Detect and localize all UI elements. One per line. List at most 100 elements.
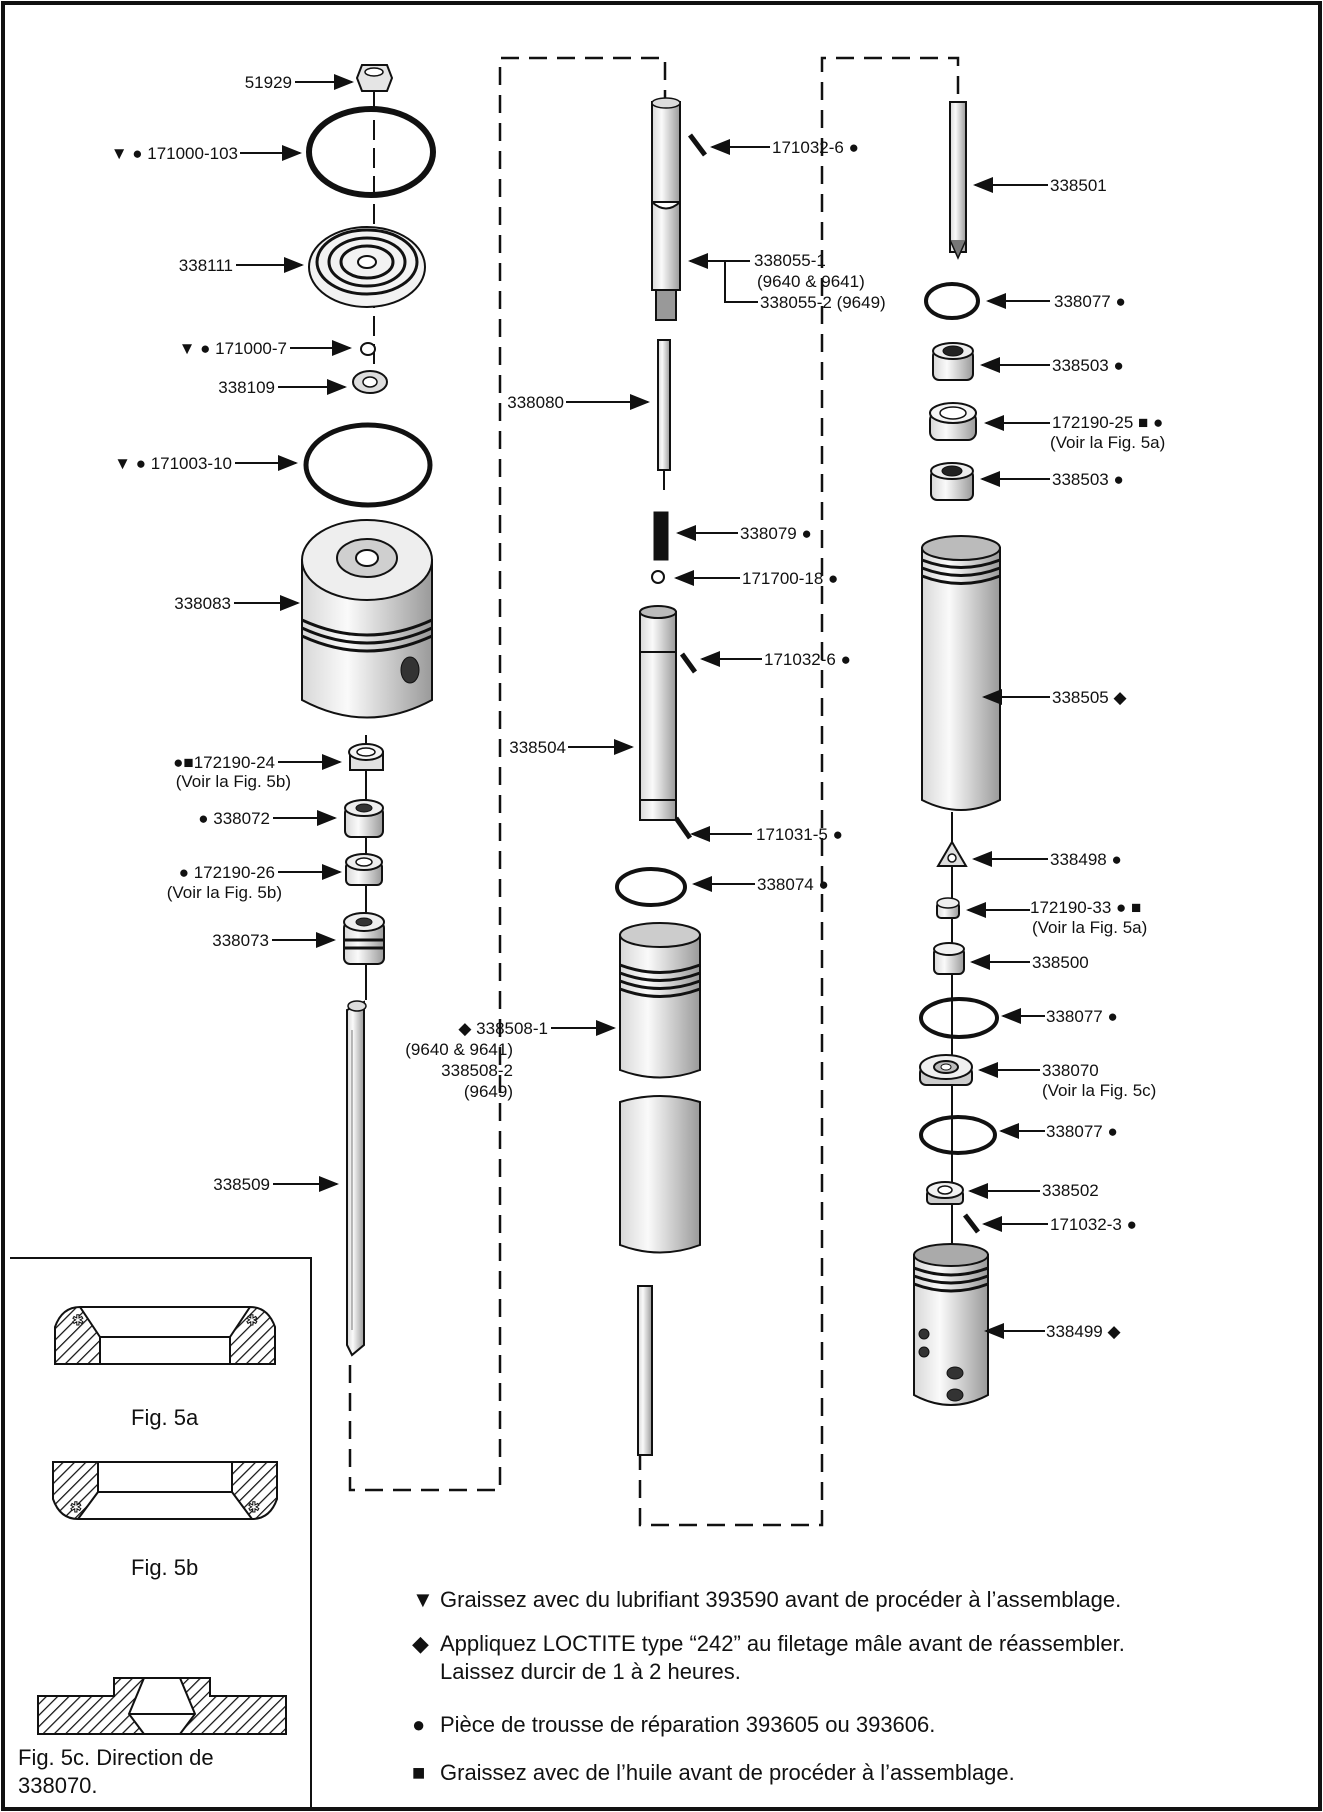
label-338505: 338505 ◆ <box>1052 688 1127 707</box>
label-338072: ● 338072 <box>198 809 270 828</box>
fig-5c-seat-section <box>37 1677 287 1735</box>
label-338509: 338509 <box>213 1175 270 1194</box>
part-338083-housing <box>301 519 433 719</box>
label-172190-24: ●■172190-24 <box>173 753 275 772</box>
fig-5a-seal-section: ✱ ✱ <box>54 1305 276 1365</box>
part-172190-33 <box>936 897 960 919</box>
fig-5b-seal-section: ✱ ✱ <box>52 1461 278 1521</box>
note-repair-kit: ● Pièce de trousse de réparation 393605 o… <box>412 1710 935 1740</box>
middle-column-parts <box>615 97 707 1456</box>
part-51929-nut <box>355 64 394 92</box>
label-171032-3: 171032-3 ● <box>1050 1215 1137 1234</box>
part-338109 <box>352 370 388 394</box>
label-338070: 338070 <box>1042 1061 1099 1080</box>
part-171003-10-oring <box>303 422 433 508</box>
note-grease-lubricant: ▼Graissez avec du lubrifiant 393590 avan… <box>412 1585 1121 1615</box>
note-loctite-line2: Laissez durcir de 1 à 2 heures. <box>440 1659 741 1684</box>
label-338077-a: 338077 ● <box>1054 292 1126 311</box>
part-338499-body <box>913 1243 989 1406</box>
label-171031-5: 171031-5 ● <box>756 825 843 844</box>
label-338080: 338080 <box>507 393 564 412</box>
pin-171032-6-top <box>688 133 707 157</box>
part-338080-needle <box>657 339 671 490</box>
inset-figures-panel: ✱ ✱ Fig. 5a ✱ ✱ Fig. 5b Fig. 5c. Directi… <box>10 1257 312 1807</box>
label-171000-103: ▼ ● 171000-103 <box>110 144 238 163</box>
part-338079-spring <box>653 511 669 561</box>
part-338077-c-oring <box>919 1115 997 1155</box>
fig-5c-caption-line1: Fig. 5c. Direction de <box>18 1745 214 1770</box>
note-text: Graissez avec de l’huile avant de procéd… <box>440 1760 1015 1785</box>
label-51929: 51929 <box>244 73 292 92</box>
label-338498: 338498 ● <box>1050 850 1122 869</box>
diamond-icon: ◆ <box>412 1631 429 1656</box>
label-171700-18: 171700-18 ● <box>742 569 839 588</box>
left-column-parts <box>301 64 436 1357</box>
square-icon: ■ <box>412 1760 426 1785</box>
label-172190-26-ref: (Voir la Fig. 5b) <box>166 883 282 902</box>
label-172190-25-ref: (Voir la Fig. 5a) <box>1050 433 1166 452</box>
label-338109: 338109 <box>218 378 275 397</box>
note-text: Appliquez LOCTITE type “242” au filetage… <box>440 1631 1125 1656</box>
label-172190-26: ● 172190-26 <box>178 863 275 882</box>
pin-171032-3 <box>963 1213 980 1234</box>
note-loctite: ◆ Appliquez LOCTITE type “242” au filetag… <box>412 1629 1125 1659</box>
leader-arrows <box>234 74 1050 1339</box>
label-338501: 338501 <box>1050 176 1107 195</box>
label-338055-1: 338055-1 <box>754 251 826 270</box>
pin-171032-6-mid <box>679 652 698 674</box>
part-338055-sleeve <box>651 97 681 321</box>
label-338503-b: 338503 ● <box>1052 470 1124 489</box>
svg-text:✱: ✱ <box>248 1499 260 1515</box>
label-171000-7: ▼ ● 171000-7 <box>178 339 287 358</box>
part-338505-cylinder <box>921 535 1001 811</box>
part-171000-103-oring <box>306 106 436 198</box>
label-338502: 338502 <box>1042 1181 1099 1200</box>
label-172190-33-ref: (Voir la Fig. 5a) <box>1032 918 1148 937</box>
bullet-icon: ● <box>412 1712 426 1737</box>
part-338508-tube <box>619 922 701 1456</box>
label-171032-6-top: 171032-6 ● <box>772 138 859 157</box>
part-172190-25 <box>929 402 977 441</box>
part-338504-shaft <box>639 605 677 821</box>
label-172190-25: 172190-25 ■ ● <box>1052 413 1164 432</box>
label-338504: 338504 <box>509 738 566 757</box>
fig-5a-caption: Fig. 5a <box>131 1405 199 1430</box>
part-338111-diaphragm <box>308 226 426 308</box>
part-338073 <box>343 912 385 965</box>
label-338111: 338111 <box>178 256 233 275</box>
label-171032-6-mid: 171032-6 ● <box>764 650 851 669</box>
right-column-parts <box>913 101 1001 1406</box>
label-338499: 338499 ◆ <box>1046 1322 1121 1341</box>
triangle-down-icon: ▼ <box>412 1587 434 1612</box>
part-338074-oring <box>615 867 687 907</box>
part-338502 <box>926 1181 964 1205</box>
label-338077-b: 338077 ● <box>1046 1007 1118 1026</box>
svg-text:✱: ✱ <box>246 1312 258 1328</box>
label-338079: 338079 ● <box>740 524 812 543</box>
label-338508-2-models: (9649) <box>463 1082 513 1101</box>
label-338055-2: 338055-2 (9649) <box>760 293 886 312</box>
label-338083: 338083 <box>174 594 231 613</box>
fig-5c-caption-line2: 338070. <box>18 1773 98 1798</box>
part-171000-7 <box>360 342 376 356</box>
dashed-connectors <box>348 56 960 1527</box>
part-338077-a-oring <box>924 282 980 320</box>
label-338500: 338500 <box>1032 953 1089 972</box>
note-text: Pièce de trousse de réparation 393605 ou… <box>440 1712 936 1737</box>
part-172190-24 <box>348 743 384 771</box>
label-338503-a: 338503 ● <box>1052 356 1124 375</box>
part-338070 <box>919 1054 973 1086</box>
part-338500 <box>933 942 965 975</box>
label-338074: 338074 ● <box>757 875 829 894</box>
part-338077-b-oring <box>919 997 999 1039</box>
part-338072 <box>344 799 384 838</box>
label-172190-33: 172190-33 ● ■ <box>1030 898 1142 917</box>
label-338077-c: 338077 ● <box>1046 1122 1118 1141</box>
part-172190-26 <box>345 853 383 886</box>
svg-text:✱: ✱ <box>70 1499 82 1515</box>
part-171700-18-ball <box>651 570 665 584</box>
part-338501-stem <box>949 101 967 260</box>
part-338503-a <box>932 342 974 381</box>
part-338498-triangle <box>936 840 968 867</box>
